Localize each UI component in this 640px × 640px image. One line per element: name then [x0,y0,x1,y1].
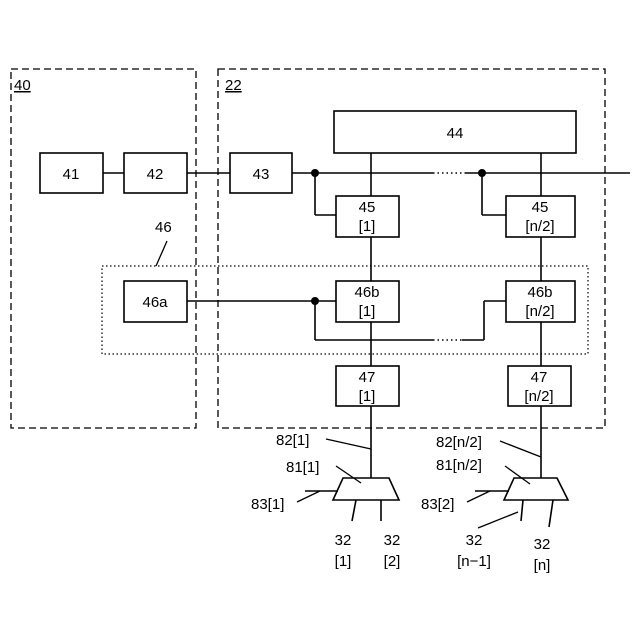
label-32-1-index: [1] [335,553,352,570]
block-44-label: 44 [447,125,464,142]
label-83-1: 83[1] [251,496,284,513]
junction-bus-n2 [478,169,486,177]
output-32-nm1-lead [521,500,523,521]
label-32-2-index: [2] [384,553,401,570]
block-45-1-index: [1] [359,218,376,235]
output-32-n-lead [549,500,553,527]
label-32-2: 32 [384,532,401,549]
label-32-nm1-index: [n−1] [457,553,491,570]
label-81-n2: 81[n/2] [436,457,482,474]
junction-46a [311,297,319,305]
label-83-2: 83[2] [421,496,454,513]
label-32-1: 32 [335,532,352,549]
block-46b-n2-label: 46b [527,284,552,301]
multiplexer-81-1 [333,478,399,500]
multiplexer-81-n2 [504,478,568,500]
block-46b-1-index: [1] [359,303,376,320]
label-32-nm1: 32 [466,532,483,549]
region-40-boundary [11,69,196,428]
block-45-1-label: 45 [359,199,376,216]
leader-82-1 [326,439,371,449]
group-46-label: 46 [155,219,172,236]
leader-83-1 [297,491,320,502]
block-45-n2-label: 45 [532,199,549,216]
region-40-label: 40 [14,77,31,94]
block-43-label: 43 [253,166,270,183]
label-81-1: 81[1] [286,459,319,476]
label-32-n: 32 [534,536,551,553]
block-47-1-index: [1] [359,388,376,405]
block-46b-n2-index: [n/2] [525,303,554,320]
region-22-label: 22 [225,77,242,94]
block-47-1-label: 47 [359,369,376,386]
block-46b-1-label: 46b [354,284,379,301]
label-32-n-index: [n] [534,557,551,574]
leader-83-2 [467,491,490,502]
block-46a-label: 46a [142,294,168,311]
output-32-1-lead [352,500,356,521]
group-46-leader [156,241,167,266]
label-82-n2: 82[n/2] [436,434,482,451]
block-45-n2-index: [n/2] [525,218,554,235]
leader-82-n2 [500,441,541,457]
junction-bus-1 [311,169,319,177]
block-41-label: 41 [63,166,80,183]
block-47-n2-index: [n/2] [524,388,553,405]
leader-32-nm1 [478,512,518,528]
block-42-label: 42 [147,166,164,183]
block-47-n2-label: 47 [531,369,548,386]
label-82-1: 82[1] [276,432,309,449]
